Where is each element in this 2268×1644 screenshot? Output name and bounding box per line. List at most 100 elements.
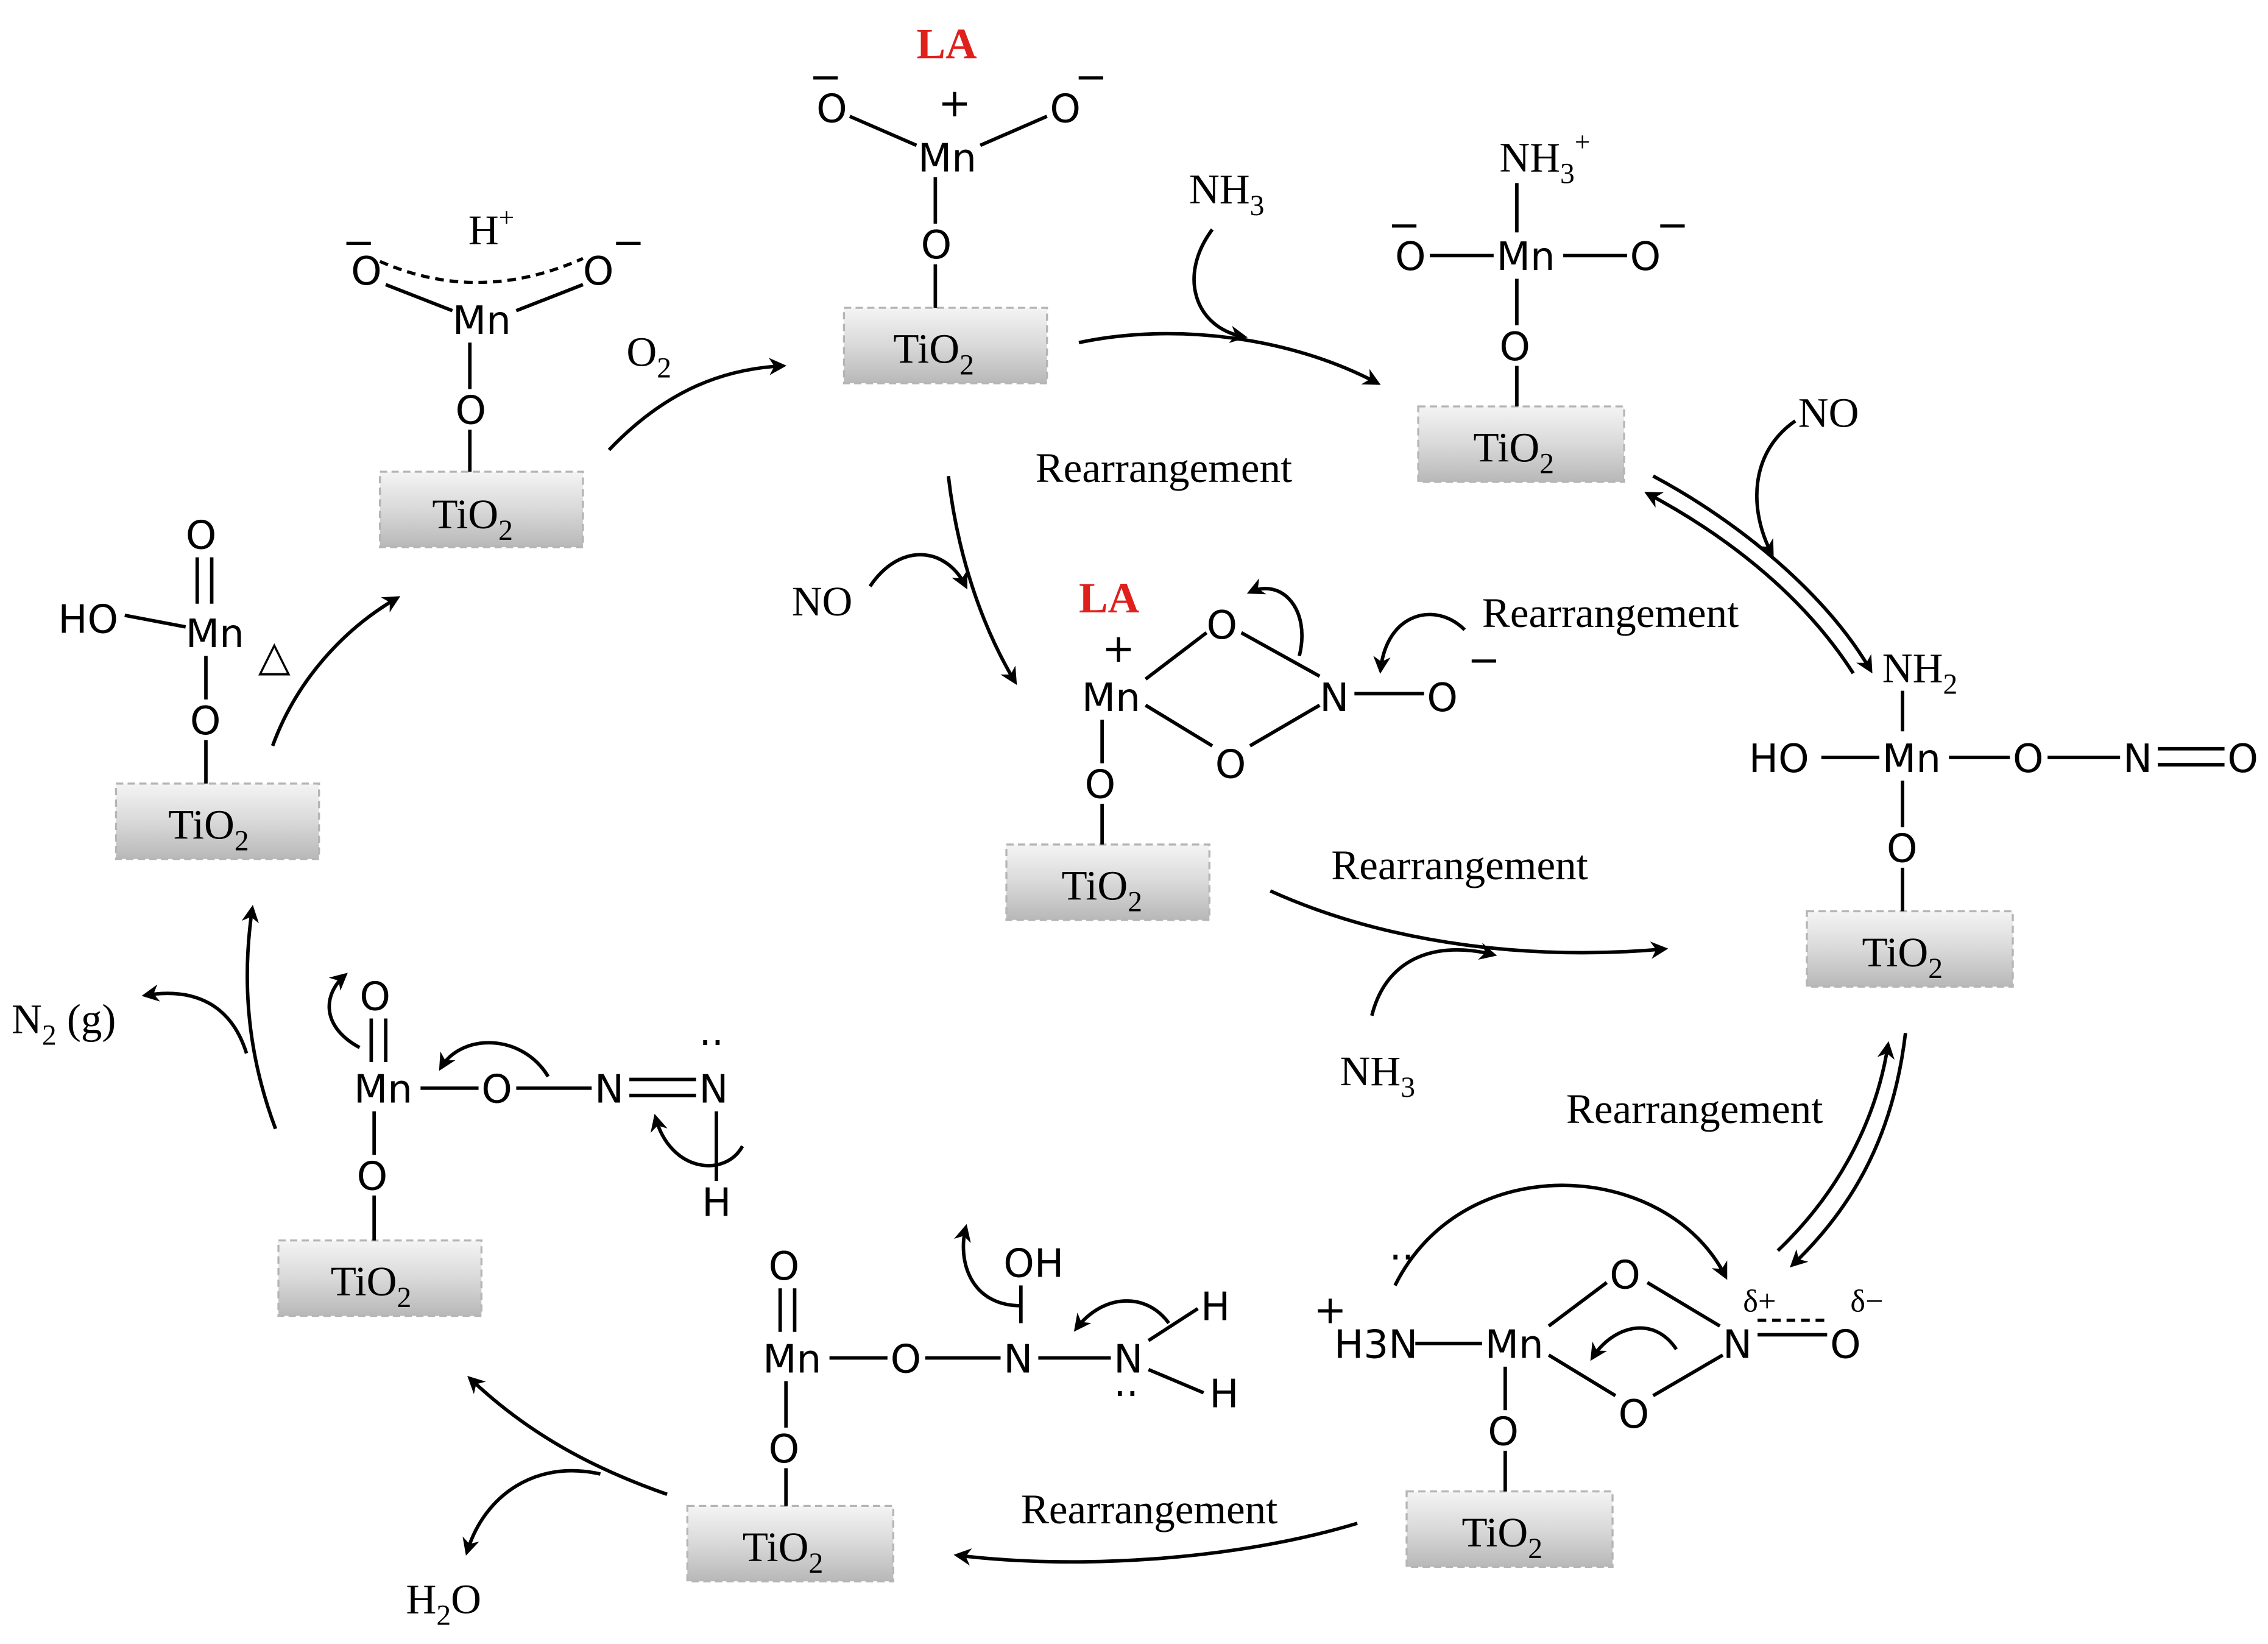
species-mn-ammonia-adsorbed: NH3+ Mn O − O − O: [1388, 127, 1689, 407]
svg-text:N: N: [595, 1067, 624, 1113]
svg-text:TiO2: TiO2: [331, 1258, 412, 1314]
svg-text:TiO2: TiO2: [1862, 929, 1943, 985]
svg-text:LA: LA: [916, 20, 977, 68]
svg-text:TiO2: TiO2: [1061, 862, 1142, 918]
svg-text:−: −: [1388, 202, 1421, 248]
species-mn-ammonium-nitrite: ·· + H3N Mn O O N O δ+ δ− O: [1314, 1183, 1884, 1492]
svg-text:Mn: Mn: [1497, 234, 1555, 280]
svg-text:O: O: [769, 1426, 800, 1472]
svg-text:O: O: [2013, 736, 2044, 782]
svg-text:Mn: Mn: [186, 611, 244, 657]
svg-text:N: N: [1723, 1322, 1752, 1368]
svg-text:O: O: [1050, 86, 1081, 132]
svg-text:O: O: [1609, 1252, 1641, 1298]
svg-text:O: O: [359, 974, 390, 1019]
svg-text:O: O: [1830, 1322, 1861, 1368]
svg-text:OH: OH: [1003, 1241, 1064, 1286]
reagent-no-center: NO: [792, 578, 853, 625]
svg-text:Mn: Mn: [354, 1067, 412, 1113]
species-mn-diazene-intermediate: O Mn O N N ·· H O: [327, 973, 744, 1241]
species-mn-proton-bridged: H+ O − O − Mn O: [342, 202, 645, 472]
svg-text:−: −: [809, 54, 842, 100]
tio2-support-lower-left: TiO2: [277, 1239, 482, 1317]
svg-text:−: −: [612, 219, 645, 265]
label-rearrangement-center: Rearrangement: [1331, 841, 1588, 888]
svg-text:O: O: [1207, 603, 1238, 648]
svg-text:−: −: [1075, 54, 1108, 100]
svg-text:O: O: [357, 1153, 388, 1199]
svg-text:+: +: [938, 80, 971, 126]
svg-text:Mn: Mn: [1882, 736, 1941, 782]
species-mn-nitrite-amide: NH2 HO Mn O N O O: [1749, 644, 2258, 912]
label-rearrangement-upper-right: Rearrangement: [1482, 589, 1739, 636]
species-mn-bidentate-nitrate: LA + Mn O O N O − O: [1079, 574, 1500, 845]
product-n2-gas: N2 (g): [12, 995, 116, 1051]
svg-text:TiO2: TiO2: [743, 1523, 824, 1579]
tio2-support-right: TiO2: [1806, 910, 2014, 988]
svg-text:N: N: [2123, 736, 2152, 782]
svg-text:O: O: [2227, 736, 2258, 782]
label-rearrangement-right: Rearrangement: [1566, 1085, 1823, 1132]
tio2-support-lower-right: TiO2: [1405, 1490, 1614, 1568]
svg-text:O: O: [891, 1336, 922, 1382]
svg-text:O: O: [583, 249, 614, 294]
product-h2o: H2O: [406, 1576, 481, 1632]
svg-text:O: O: [1488, 1409, 1519, 1454]
tio2-support-upper-left: TiO2: [379, 470, 584, 548]
svg-text:O: O: [190, 698, 221, 744]
svg-text:TiO2: TiO2: [1474, 423, 1555, 480]
svg-text:O: O: [1427, 675, 1458, 721]
svg-text:Mn: Mn: [453, 298, 511, 344]
tio2-support-top: TiO2: [843, 306, 1048, 384]
reagent-nh3-top: NH3: [1189, 166, 1264, 222]
svg-text:O: O: [1085, 762, 1116, 808]
species-mn-nitrosamine-intermediate: O Mn O N N ·· OH H H O: [763, 1224, 1239, 1506]
svg-text:TiO2: TiO2: [168, 801, 249, 857]
cycle-arrows: [141, 228, 1907, 1566]
svg-text:O: O: [186, 512, 217, 558]
tio2-support-left: TiO2: [115, 782, 320, 860]
svg-text:△: △: [258, 632, 291, 679]
svg-text:O: O: [1630, 234, 1661, 280]
svg-text:N: N: [1319, 675, 1349, 721]
svg-text:LA: LA: [1079, 574, 1140, 622]
svg-text:··: ··: [699, 1020, 724, 1066]
svg-text:O: O: [816, 86, 847, 132]
label-rearrangement-top: Rearrangement: [1036, 444, 1293, 491]
svg-text:O: O: [1619, 1392, 1650, 1437]
svg-text:H3N: H3N: [1334, 1322, 1418, 1368]
svg-text:−: −: [1468, 637, 1500, 683]
svg-text:H: H: [702, 1180, 731, 1225]
svg-text:N: N: [699, 1067, 728, 1113]
svg-text:H: H: [1201, 1284, 1230, 1330]
svg-text:NH2: NH2: [1882, 644, 1957, 700]
reagent-no-right: NO: [1798, 389, 1859, 436]
svg-text:N: N: [1114, 1336, 1143, 1382]
svg-text:−: −: [342, 219, 375, 265]
species-mn-lewis-acid: LA + Mn O − O − O: [809, 20, 1108, 308]
reagent-nh3-center: NH3: [1340, 1047, 1415, 1104]
svg-text:O: O: [1887, 826, 1918, 871]
svg-text:O: O: [1215, 742, 1246, 787]
svg-text:−: −: [1656, 202, 1689, 248]
label-rearrangement-bottom: Rearrangement: [1021, 1486, 1278, 1532]
svg-text:TiO2: TiO2: [432, 491, 513, 547]
svg-text:NH3+: NH3+: [1499, 127, 1590, 190]
svg-text:Mn: Mn: [1082, 675, 1140, 721]
svg-text:δ+: δ+: [1743, 1283, 1776, 1319]
svg-text:H+: H+: [468, 202, 514, 253]
reagent-o2: O2: [626, 328, 671, 384]
tio2-support-upper-right: TiO2: [1417, 405, 1625, 483]
svg-text:HO: HO: [58, 597, 118, 642]
svg-text:O: O: [351, 249, 382, 294]
svg-text:Mn: Mn: [918, 135, 977, 181]
tio2-support-bottom: TiO2: [686, 1504, 895, 1582]
svg-text:O: O: [921, 222, 952, 268]
svg-text:O: O: [455, 388, 486, 434]
svg-text:TiO2: TiO2: [893, 325, 974, 381]
svg-text:+: +: [1102, 626, 1135, 671]
svg-text:O: O: [1395, 234, 1426, 280]
svg-text:HO: HO: [1749, 736, 1809, 782]
tio2-support-center: TiO2: [1005, 843, 1210, 921]
